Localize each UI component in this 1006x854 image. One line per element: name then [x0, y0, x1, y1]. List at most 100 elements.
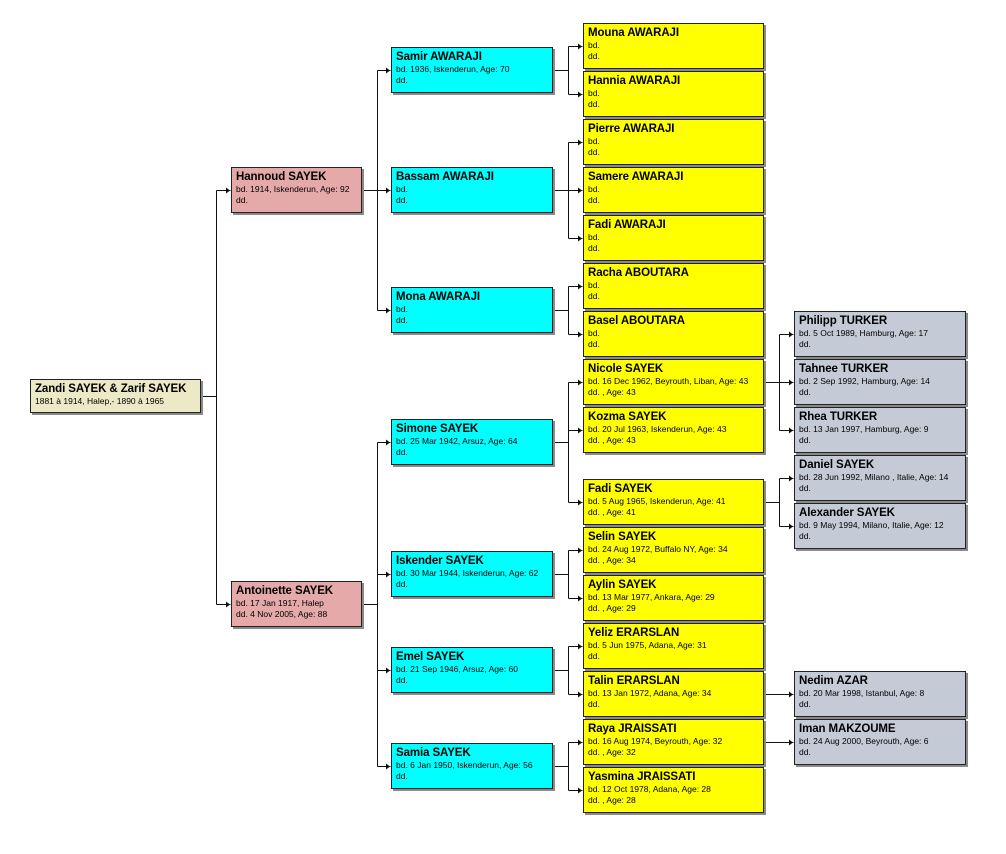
death-info: dd. [588, 99, 600, 109]
birth-info: bd. [588, 136, 600, 146]
connector-arrowhead [386, 571, 390, 578]
connector-arrowhead [226, 187, 230, 194]
connector-arrowhead [578, 595, 582, 602]
person-name: Nedim AZAR [799, 675, 868, 687]
connector-arrowhead [578, 691, 582, 698]
person-name: Emel SAYEK [396, 651, 465, 663]
death-info: dd. [588, 195, 600, 205]
person-name: Nicole SAYEK [588, 363, 664, 375]
death-info: dd. [588, 291, 600, 301]
person-name: Philipp TURKER [799, 315, 888, 327]
connector-arrowhead [789, 331, 793, 338]
person-name: Hannoud SAYEK [236, 171, 327, 183]
birth-info: bd. 13 Jan 1997, Hamburg, Age: 9 [799, 424, 929, 434]
death-info: dd. [396, 75, 408, 85]
connector-arrowhead [578, 787, 582, 794]
birth-info: bd. [588, 184, 600, 194]
person-name: Selin SAYEK [588, 531, 657, 543]
death-info: dd. [236, 195, 248, 205]
birth-info: bd. 13 Jan 1972, Adana, Age: 34 [588, 688, 712, 698]
person-name: Fadi AWARAJI [588, 219, 666, 231]
person-name: Tahnee TURKER [799, 363, 889, 375]
person-name: Kozma SAYEK [588, 411, 667, 423]
person-name: Raya JRAISSATI [588, 723, 677, 735]
death-info: dd. [396, 771, 408, 781]
connector-arrowhead [578, 91, 582, 98]
person-name: Alexander SAYEK [799, 507, 895, 519]
death-info: dd. [799, 339, 811, 349]
birth-info: bd. 5 Oct 1989, Hamburg, Age: 17 [799, 328, 928, 338]
birth-info: bd. 16 Aug 1974, Beyrouth, Age: 32 [588, 736, 723, 746]
connector-arrowhead [386, 439, 390, 446]
person-name: Bassam AWARAJI [396, 171, 494, 183]
birth-info: bd. [588, 88, 600, 98]
birth-info: bd. 16 Dec 1962, Beyrouth, Liban, Age: 4… [588, 376, 749, 386]
connector-arrowhead [386, 67, 390, 74]
death-info: dd. , Age: 41 [588, 507, 636, 517]
death-info: dd. , Age: 43 [588, 387, 636, 397]
birth-info: bd. 30 Mar 1944, Iskenderun, Age: 62 [396, 568, 539, 578]
birth-info: bd. 5 Aug 1965, Iskenderun, Age: 41 [588, 496, 726, 506]
connector-arrowhead [578, 643, 582, 650]
death-info: dd. [799, 531, 811, 541]
birth-info: bd. 9 May 1994, Milano, Italie, Age: 12 [799, 520, 944, 530]
connector-arrowhead [789, 739, 793, 746]
birth-info: bd. 24 Aug 2000, Beyrouth, Age: 6 [799, 736, 929, 746]
connector-arrowhead [578, 427, 582, 434]
connector-arrowhead [578, 43, 582, 50]
birth-info: 1881 à 1914, Halep,- 1890 à 1965 [35, 396, 165, 406]
death-info: dd. [588, 339, 600, 349]
birth-info: bd. 1936, Iskenderun, Age: 70 [396, 64, 510, 74]
person-name: Basel ABOUTARA [588, 315, 686, 327]
death-info: dd. , Age: 29 [588, 603, 636, 613]
birth-info: bd. 28 Jun 1992, Milano , Italie, Age: 1… [799, 472, 949, 482]
death-info: dd. [799, 387, 811, 397]
connector-arrowhead [789, 379, 793, 386]
person-name: Iskender SAYEK [396, 555, 484, 567]
birth-info: bd. 25 Mar 1942, Arsuz, Age: 64 [396, 436, 518, 446]
birth-info: bd. [588, 40, 600, 50]
connector-arrowhead [789, 427, 793, 434]
death-info: dd. , Age: 43 [588, 435, 636, 445]
person-name: Samere AWARAJI [588, 171, 684, 183]
birth-info: bd. [588, 232, 600, 242]
person-name: Simone SAYEK [396, 423, 479, 435]
birth-info: bd. 24 Aug 1972, Buffalo NY, Age: 34 [588, 544, 728, 554]
death-info: dd. [799, 747, 811, 757]
birth-info: bd. [588, 280, 600, 290]
